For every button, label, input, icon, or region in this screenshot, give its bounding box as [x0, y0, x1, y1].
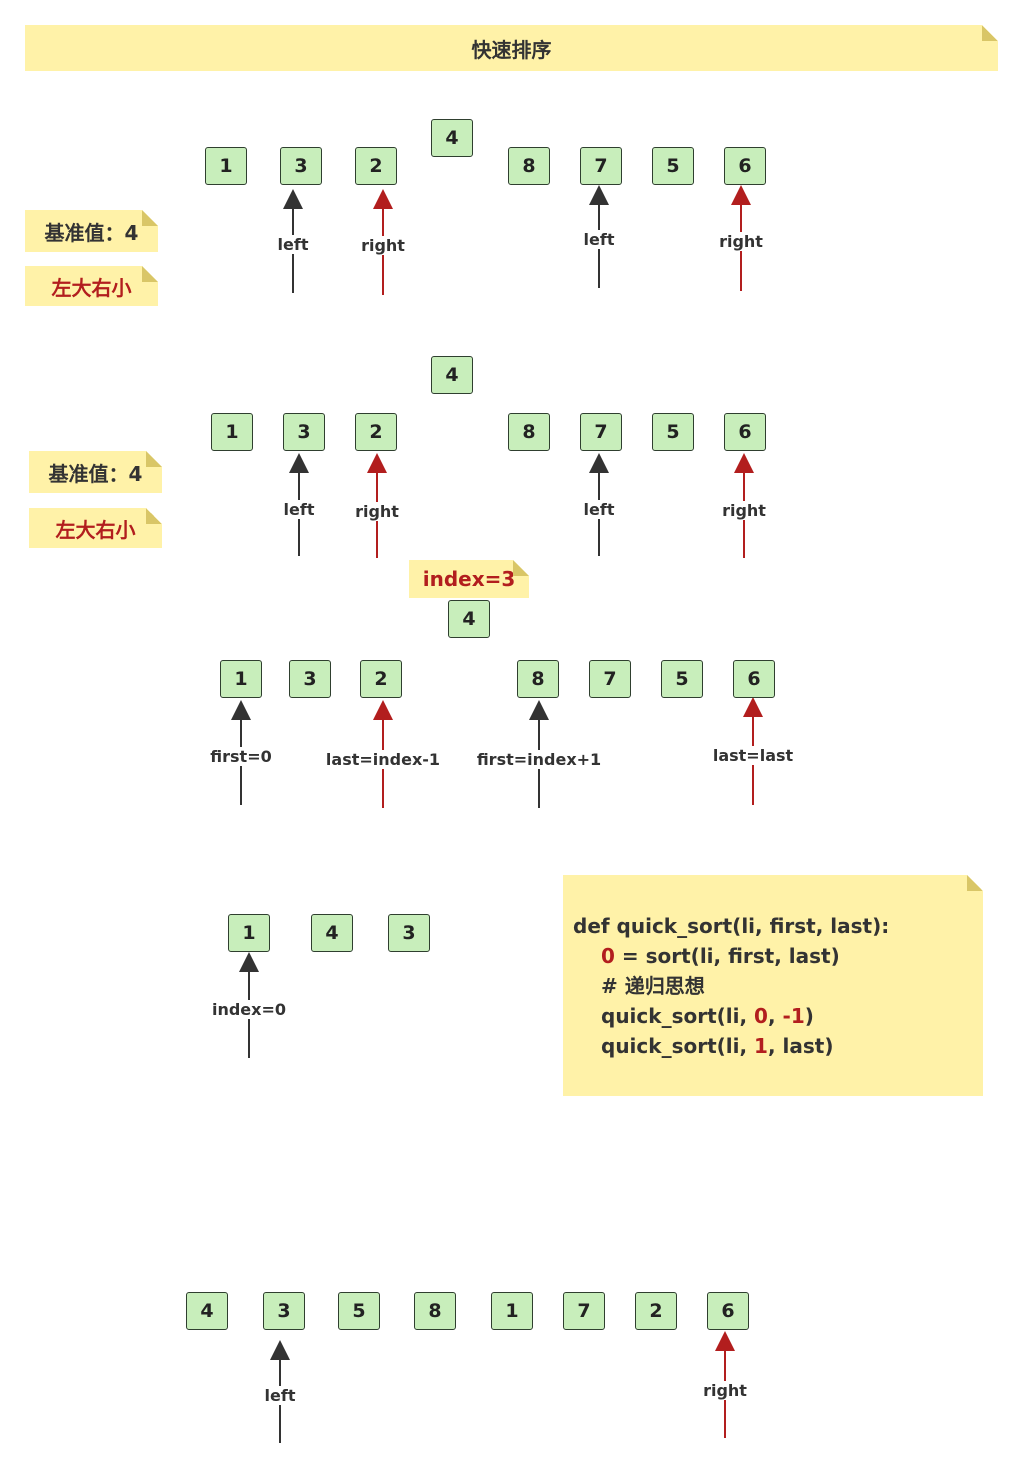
- code-line-4-a: quick_sort(li,: [601, 1004, 755, 1028]
- row1-pivot-box: 4: [431, 119, 473, 157]
- rule-note-2: 左大右小: [29, 508, 162, 548]
- pivot-note-2-text: 基准值：4: [48, 461, 143, 486]
- row1-box: 6: [724, 147, 766, 185]
- code-line-1: def quick_sort(li, first, last):: [573, 911, 983, 941]
- code-line-3: # 递归思想: [573, 971, 983, 1001]
- row2-box: 3: [283, 413, 325, 451]
- code-line-2-red: 0: [601, 944, 615, 968]
- row1-label-left-a: left: [275, 235, 311, 254]
- code-line-1-text: def quick_sort(li, first, last):: [573, 914, 890, 938]
- rule-note-2-text: 左大右小: [55, 517, 136, 542]
- row2-box: 5: [652, 413, 694, 451]
- row3-box: 1: [220, 660, 262, 698]
- row1-box: 5: [652, 147, 694, 185]
- row5-box: 4: [186, 1292, 228, 1330]
- code-line-4-r2: -1: [782, 1004, 805, 1028]
- pivot-note-2: 基准值：4: [29, 451, 162, 493]
- row2-box: 6: [724, 413, 766, 451]
- row1-box: 7: [580, 147, 622, 185]
- row1-box: 8: [508, 147, 550, 185]
- rule-note-1-text: 左大右小: [51, 275, 132, 300]
- row3-box: 2: [360, 660, 402, 698]
- code-line-2-rest: = sort(li, first, last): [614, 944, 840, 968]
- row5-box: 3: [263, 1292, 305, 1330]
- row4-box: 1: [228, 914, 270, 952]
- row5-box: 5: [338, 1292, 380, 1330]
- title-text: 快速排序: [471, 37, 552, 62]
- code-line-2: 0 = sort(li, first, last): [573, 941, 983, 971]
- code-line-5-b: , last): [767, 1034, 834, 1058]
- row3-box: 3: [289, 660, 331, 698]
- pivot-note-1-text: 基准值：4: [44, 220, 139, 245]
- row5-box: 2: [635, 1292, 677, 1330]
- row1-label-left-b: left: [581, 230, 617, 249]
- row1-box: 2: [355, 147, 397, 185]
- row2-label-left-a: left: [281, 500, 317, 519]
- row2-box: 2: [355, 413, 397, 451]
- code-line-5: quick_sort(li, 1, last): [573, 1031, 983, 1061]
- code-line-4-r1: 0: [754, 1004, 768, 1028]
- row2-label-left-b: left: [581, 500, 617, 519]
- code-note: def quick_sort(li, first, last): 0 = sor…: [563, 875, 983, 1096]
- row3-box: 5: [661, 660, 703, 698]
- row1-label-right-b: right: [717, 232, 765, 251]
- row3-box: 8: [517, 660, 559, 698]
- row3-label-first: first=0: [208, 747, 274, 766]
- code-line-5-r1: 1: [754, 1034, 768, 1058]
- row1-label-right-a: right: [359, 236, 407, 255]
- row3-pivot-box: 4: [448, 600, 490, 638]
- title-banner: 快速排序: [25, 25, 998, 71]
- row4-box: 4: [311, 914, 353, 952]
- code-line-4-c: ): [804, 1004, 814, 1028]
- code-line-3-text: # 递归思想: [601, 974, 705, 998]
- row3-box: 6: [733, 660, 775, 698]
- row1-box: 1: [205, 147, 247, 185]
- row4-label-index: index=0: [209, 1000, 289, 1019]
- row2-label-right-a: right: [353, 502, 401, 521]
- row5-box: 8: [414, 1292, 456, 1330]
- pivot-note-1: 基准值：4: [25, 210, 158, 252]
- row3-label-last: last=index-1: [323, 750, 443, 769]
- row2-box: 8: [508, 413, 550, 451]
- row2-box: 7: [580, 413, 622, 451]
- code-line-5-a: quick_sort(li,: [601, 1034, 755, 1058]
- row3-label-first-b: first=index+1: [474, 750, 604, 769]
- code-line-4: quick_sort(li, 0, -1): [573, 1001, 983, 1031]
- row3-box: 7: [589, 660, 631, 698]
- row1-box: 3: [280, 147, 322, 185]
- code-line-4-b: ,: [767, 1004, 783, 1028]
- rule-note-1: 左大右小: [25, 266, 158, 306]
- row4-box: 3: [388, 914, 430, 952]
- row5-label-left: left: [262, 1386, 298, 1405]
- row2-label-right-b: right: [720, 501, 768, 520]
- row3-label-last-b: last=last: [710, 746, 796, 765]
- index-note: index=3: [409, 560, 529, 598]
- row5-label-right: right: [701, 1381, 749, 1400]
- row5-box: 6: [707, 1292, 749, 1330]
- row5-box: 1: [491, 1292, 533, 1330]
- row2-pivot-box: 4: [431, 356, 473, 394]
- row5-box: 7: [563, 1292, 605, 1330]
- index-note-text: index=3: [422, 567, 516, 591]
- row2-box: 1: [211, 413, 253, 451]
